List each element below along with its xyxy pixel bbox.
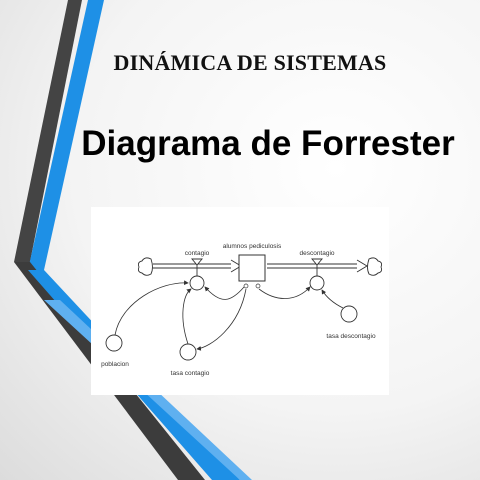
- stock-connector-right: [255, 283, 261, 289]
- inflow-valve: [189, 258, 205, 291]
- information-links: [114, 280, 344, 351]
- slide-subtitle: DINÁMICA DE SISTEMAS: [113, 50, 387, 75]
- rate-in-node: [179, 343, 197, 361]
- rate-out-label: tasa descontagio: [326, 333, 376, 340]
- stock-label: alumnos pediculosis: [223, 243, 282, 250]
- rate-in-label: tasa contagio: [171, 370, 210, 377]
- outflow-valve: [309, 258, 325, 291]
- stock-box: [238, 254, 266, 282]
- stock-connector-left: [243, 283, 249, 289]
- inflow-label: contagio: [185, 250, 210, 257]
- blue-stripe-upper: [28, 0, 104, 270]
- forrester-diagram: alumnos pediculosis contagio descontagio…: [91, 207, 389, 395]
- population-label: poblacion: [101, 361, 129, 368]
- rate-out-node: [340, 305, 358, 323]
- slide-title: Diagrama de Forrester: [81, 124, 455, 163]
- outflow-label: descontagio: [299, 250, 334, 257]
- dark-stripe-upper: [14, 0, 82, 262]
- source-cloud-icon: [137, 257, 153, 276]
- sink-cloud-icon: [367, 257, 383, 276]
- population-node: [105, 334, 123, 352]
